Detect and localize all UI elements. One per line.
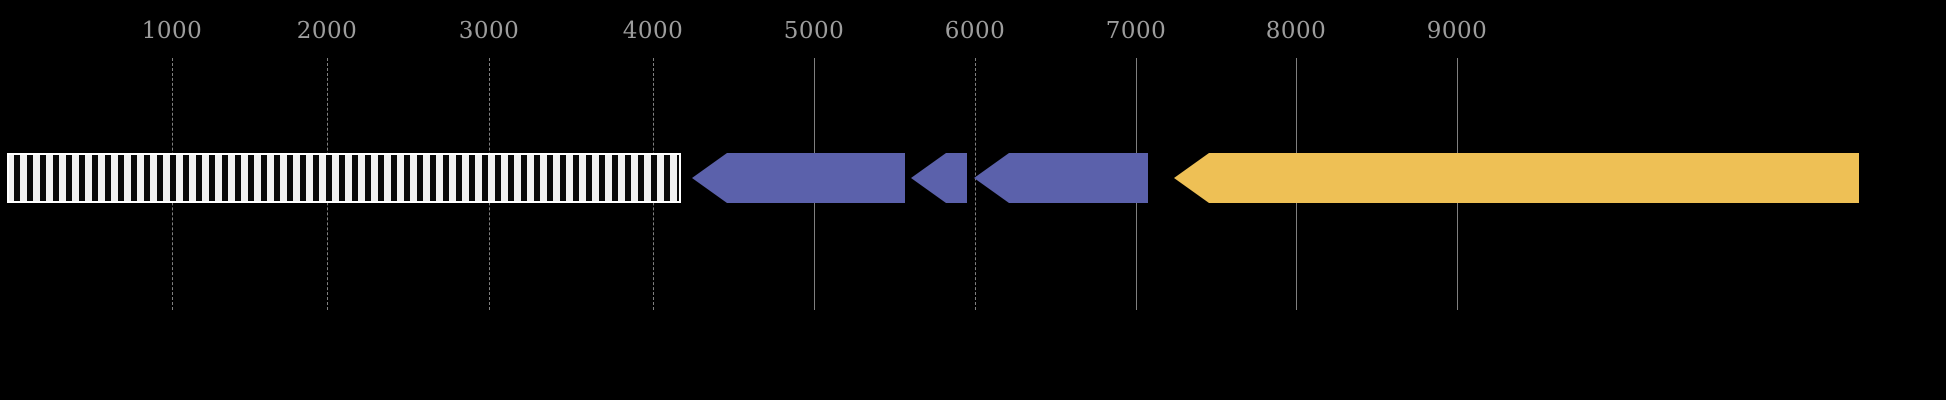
tick-label-8000: 8000 xyxy=(1265,18,1327,44)
tick-label-2000: 2000 xyxy=(296,18,358,44)
feature-layer xyxy=(0,153,1946,203)
tick-label-5000: 5000 xyxy=(783,18,845,44)
yellow-arrow-1[interactable] xyxy=(1174,153,1859,203)
hatch-pattern xyxy=(7,153,681,203)
arrow-shape xyxy=(974,153,1148,203)
purple-arrow-2[interactable] xyxy=(911,153,967,203)
tick-label-9000: 9000 xyxy=(1426,18,1488,44)
arrow-shape xyxy=(692,153,905,203)
tick-label-3000: 3000 xyxy=(458,18,520,44)
tick-label-1000: 1000 xyxy=(141,18,203,44)
tick-label-4000: 4000 xyxy=(622,18,684,44)
arrow-shape xyxy=(911,153,967,203)
purple-arrow-1[interactable] xyxy=(692,153,905,203)
arrow-shape xyxy=(1174,153,1859,203)
tick-label-6000: 6000 xyxy=(944,18,1006,44)
hatched-region[interactable] xyxy=(7,153,681,203)
purple-arrow-3[interactable] xyxy=(974,153,1148,203)
hatch-box-border xyxy=(7,153,681,203)
tick-label-7000: 7000 xyxy=(1105,18,1167,44)
